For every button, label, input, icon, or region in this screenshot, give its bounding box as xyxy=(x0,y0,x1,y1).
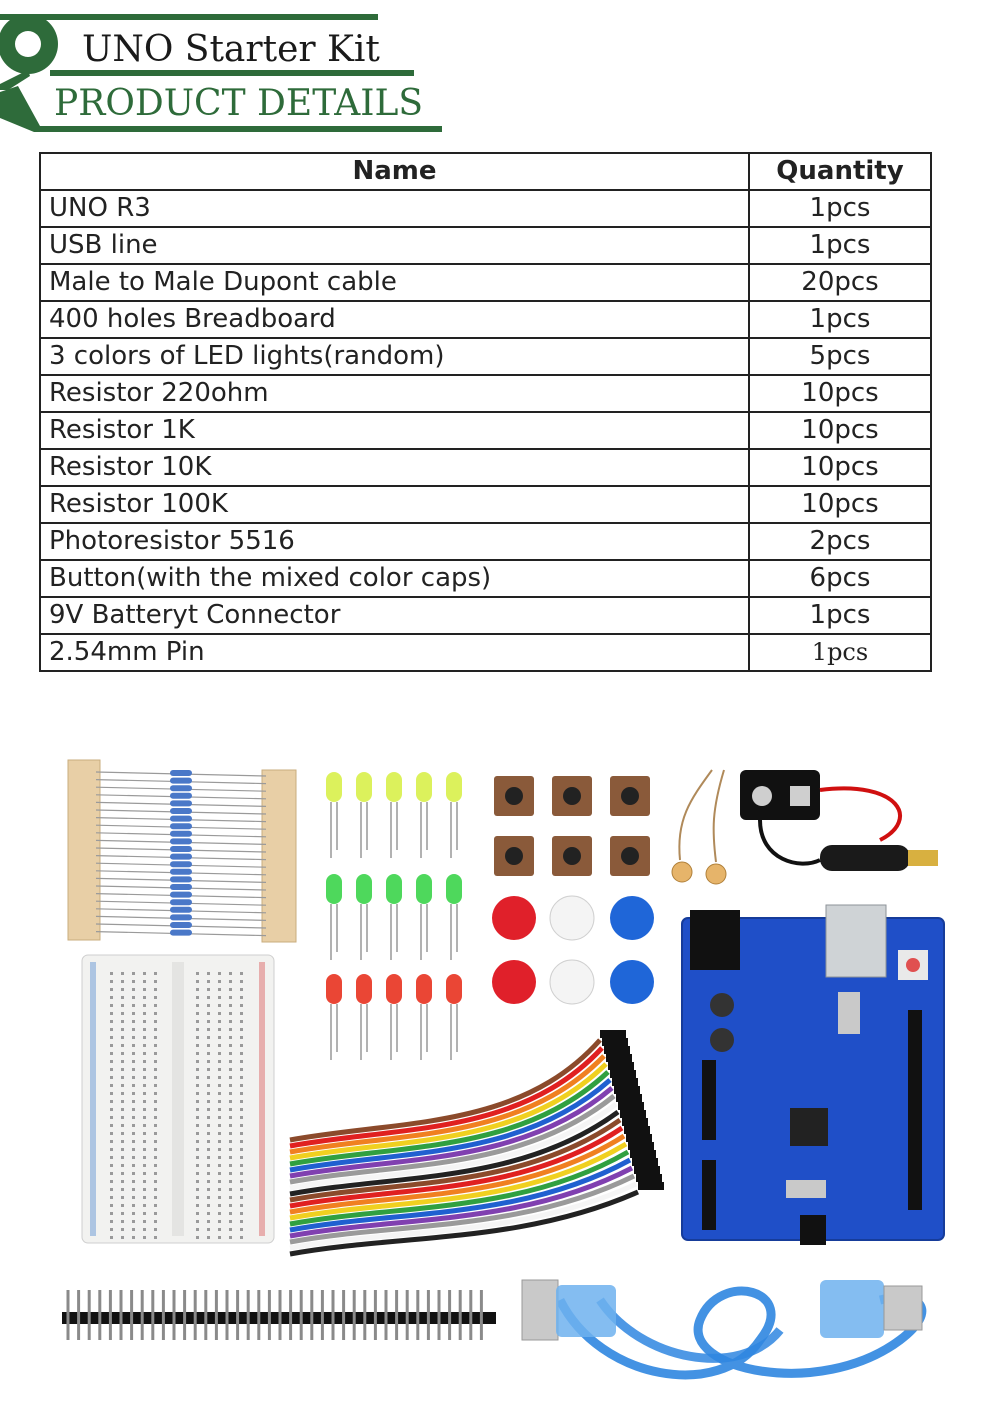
tactile-buttons xyxy=(494,776,650,876)
item-name: Button(with the mixed color caps) xyxy=(39,559,750,598)
dupont-cable xyxy=(289,1030,664,1257)
item-quantity: 10pcs xyxy=(748,411,932,450)
table-row: Button(with the mixed color caps)6pcs xyxy=(39,559,932,598)
item-quantity: 1pcs xyxy=(748,596,932,635)
column-header-quantity: Quantity xyxy=(748,152,932,191)
item-quantity: 1pcs xyxy=(748,300,932,339)
item-quantity: 1pcs xyxy=(748,189,932,228)
column-header-name: Name xyxy=(39,152,750,191)
pin-header xyxy=(62,1290,496,1340)
item-name: USB line xyxy=(39,226,750,265)
item-name: Resistor 1K xyxy=(39,411,750,450)
item-name: Resistor 100K xyxy=(39,485,750,524)
item-quantity: 6pcs xyxy=(748,559,932,598)
table-header-row: Name Quantity xyxy=(39,152,932,191)
item-quantity: 5pcs xyxy=(748,337,932,376)
item-name: 9V Batteryt Connector xyxy=(39,596,750,635)
item-name: UNO R3 xyxy=(39,189,750,228)
item-name: 400 holes Breadboard xyxy=(39,300,750,339)
kit-contents-photo xyxy=(62,759,945,1380)
photoresistors xyxy=(671,769,727,885)
page-title: UNO Starter Kit xyxy=(82,29,380,70)
battery-connector xyxy=(740,770,938,871)
usb-cable xyxy=(521,1279,927,1380)
header-decoration xyxy=(0,14,442,132)
item-quantity: 2pcs xyxy=(748,522,932,561)
header-banner: UNO Starter Kit PRODUCT DETAILS xyxy=(0,0,460,140)
item-quantity: 10pcs xyxy=(748,374,932,413)
item-quantity: 10pcs xyxy=(748,448,932,487)
item-name: 2.54mm Pin xyxy=(39,633,750,672)
uno-board xyxy=(681,904,945,1245)
resistor-bundle xyxy=(67,759,297,943)
item-name: Male to Male Dupont cable xyxy=(39,263,750,302)
button-caps xyxy=(492,895,654,1005)
table-row: 3 colors of LED lights(random)5pcs xyxy=(39,337,932,376)
item-name: Resistor 10K xyxy=(39,448,750,487)
breadboard xyxy=(81,954,275,1244)
page-subtitle: PRODUCT DETAILS xyxy=(54,83,424,124)
item-quantity: 20pcs xyxy=(748,263,932,302)
item-quantity: 1pcs xyxy=(748,226,932,265)
item-quantity: 1pcs xyxy=(748,633,932,672)
led-lights xyxy=(326,772,462,1060)
item-quantity: 10pcs xyxy=(748,485,932,524)
item-name: 3 colors of LED lights(random) xyxy=(39,337,750,376)
item-name: Photoresistor 5516 xyxy=(39,522,750,561)
item-name: Resistor 220ohm xyxy=(39,374,750,413)
